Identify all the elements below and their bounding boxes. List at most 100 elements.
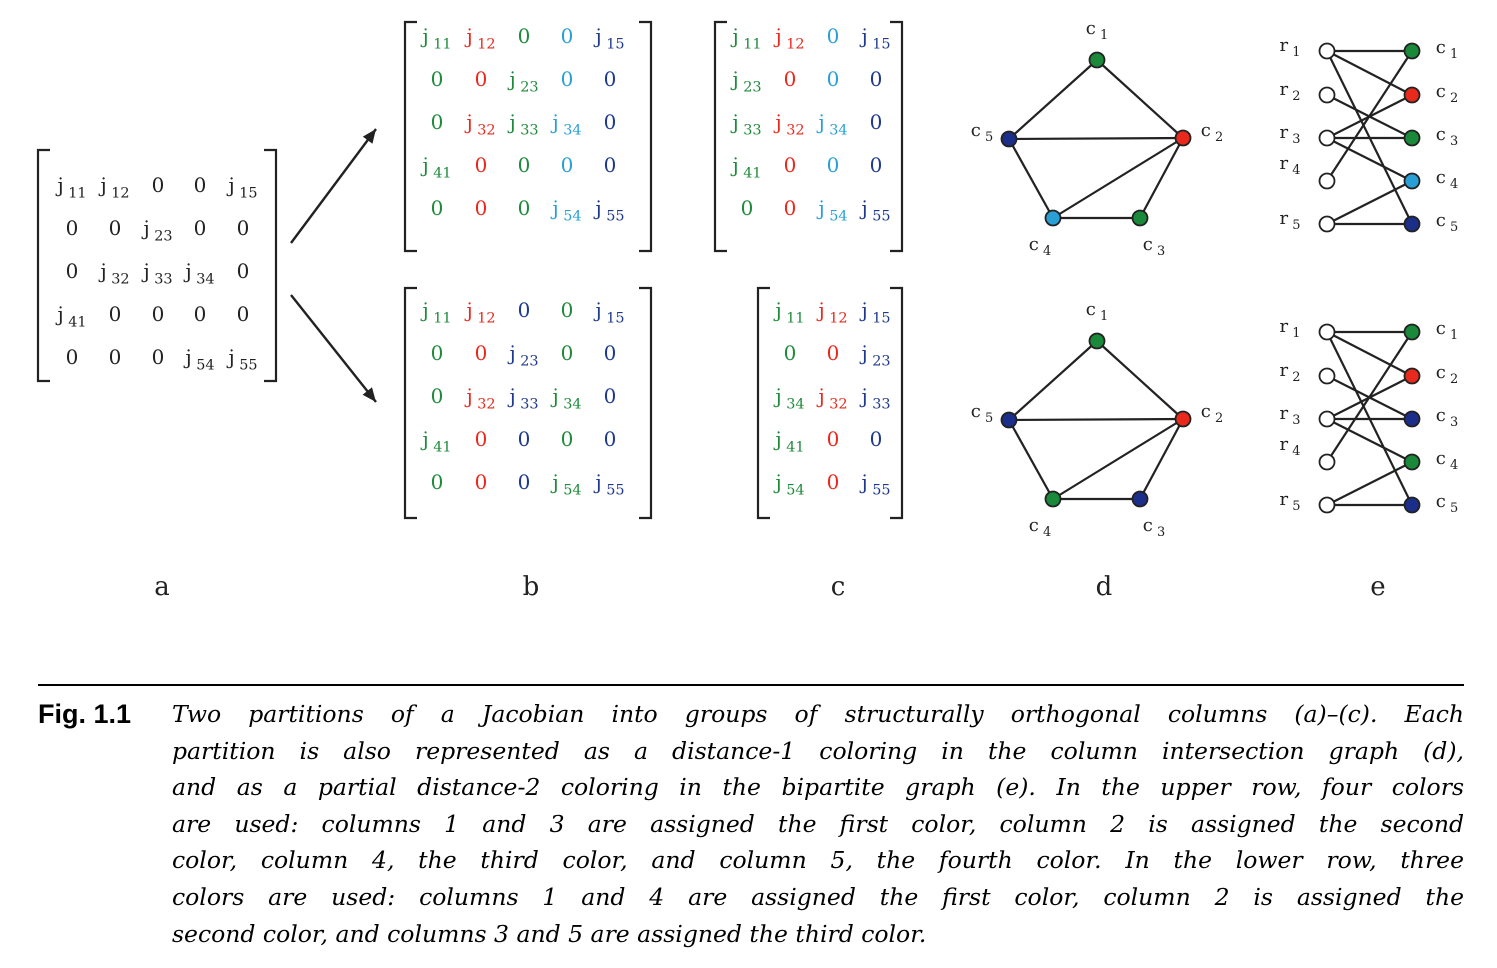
matrix-cell: 0: [66, 259, 79, 283]
graph-edge: [1008, 417, 1184, 422]
column-node: [1403, 367, 1421, 385]
matrix-bracket-left: [36, 148, 50, 383]
matrix-cell: 0: [604, 427, 617, 451]
matrix-cell: 0: [431, 384, 444, 408]
caption-line: and as a partial distance-2 coloring in …: [172, 773, 1464, 802]
matrix-cell: 0: [784, 153, 797, 177]
matrix-cell: j 34: [816, 110, 847, 139]
matrix-bracket-right: [264, 148, 278, 383]
matrix-cell: 0: [518, 153, 531, 177]
matrix-cell: 0: [109, 302, 122, 326]
matrix-cell: 0: [152, 173, 165, 197]
graph-node: [1044, 209, 1062, 227]
matrix-cell: 0: [827, 470, 840, 494]
matrix-cell: 0: [431, 67, 444, 91]
matrix-cell: 0: [518, 196, 531, 220]
matrix-cell: j 32: [464, 110, 495, 139]
matrix-cell: 0: [604, 384, 617, 408]
matrix-cell: 0: [870, 67, 883, 91]
panel-label-c: c: [831, 572, 846, 602]
matrix-cell: j 15: [593, 298, 624, 327]
node-label: c 1: [1086, 18, 1108, 43]
graph-d-lower: c 1c 2c 3c 4c 5: [971, 299, 1223, 540]
column-label: c 5: [1436, 210, 1458, 235]
caption-line: are used: columns 1 and 3 are assigned t…: [172, 809, 1464, 838]
graph-edge: [1139, 418, 1184, 500]
column-label: c 2: [1436, 362, 1458, 387]
matrix-cell: j 32: [98, 259, 129, 288]
matrix-cell: j 23: [859, 341, 890, 370]
row-label: r 1: [1280, 35, 1301, 60]
arrow-shaft: [290, 128, 377, 244]
graph-edge: [1052, 137, 1184, 219]
column-label: c 5: [1436, 491, 1458, 516]
matrix-cell: j 33: [859, 384, 890, 413]
row-label: r 2: [1280, 360, 1301, 385]
matrix-cell: j 32: [773, 110, 804, 139]
bipartite-edge: [1326, 50, 1413, 182]
matrix-cell: 0: [431, 341, 444, 365]
matrix-cell: 0: [561, 24, 574, 48]
caption-line: colors are used: columns 1 and 4 are ass…: [172, 882, 1464, 911]
arrow-head: [362, 129, 376, 144]
arrow-head: [362, 387, 376, 402]
graph-node: [1088, 51, 1106, 69]
matrix-cell: j 55: [593, 196, 624, 225]
graph-edge: [1008, 136, 1184, 141]
arrow-shaft: [290, 294, 377, 403]
row-label: r 3: [1280, 403, 1301, 428]
column-label: c 3: [1436, 405, 1458, 430]
bipartite-edge: [1326, 50, 1413, 96]
matrix-cell: 0: [784, 196, 797, 220]
matrix-cell: j 41: [420, 427, 451, 456]
matrix-cell: j 11: [55, 173, 86, 202]
matrix-cell: j 15: [859, 24, 890, 53]
matrix-cell: j 41: [773, 427, 804, 456]
caption-line: partition is also represented as a dista…: [172, 736, 1464, 765]
matrix-cell: j 32: [816, 384, 847, 413]
caption-line: second color, and columns 3 and 5 are as…: [172, 919, 927, 948]
caption-text: Two partitions of a Jacobian into groups…: [172, 696, 1464, 952]
matrix-cell: j 41: [420, 153, 451, 182]
graph-node: [1131, 490, 1149, 508]
matrix-cell: 0: [431, 470, 444, 494]
column-node: [1403, 172, 1421, 190]
row-node: [1318, 86, 1336, 104]
matrix-cell: 0: [604, 153, 617, 177]
matrix-cell: j 23: [507, 67, 538, 96]
matrix-cell: j 15: [593, 24, 624, 53]
panel-label-a: a: [154, 572, 170, 602]
row-label: r 5: [1280, 489, 1301, 514]
node-label: c 4: [1029, 234, 1051, 259]
caption-rule: [38, 684, 1464, 686]
matrix-cell: j 11: [773, 298, 804, 327]
matrix-cell: 0: [604, 341, 617, 365]
row-label: r 5: [1280, 208, 1301, 233]
column-label: c 3: [1436, 124, 1458, 149]
matrix-cell: j 54: [550, 470, 581, 499]
matrix-cell: 0: [109, 216, 122, 240]
matrix-cell: j 23: [507, 341, 538, 370]
matrix-bracket-left: [403, 20, 417, 253]
matrix-bracket-left: [713, 20, 727, 253]
row-node: [1318, 172, 1336, 190]
column-node: [1403, 453, 1421, 471]
figure-label: Fig. 1.1: [38, 699, 132, 729]
matrix-cell: 0: [827, 427, 840, 451]
node-label: c 1: [1086, 299, 1108, 324]
matrix-cell: j 54: [816, 196, 847, 225]
matrix-bracket-right: [890, 286, 904, 520]
matrix-cell: j 34: [550, 110, 581, 139]
node-label: c 5: [971, 120, 993, 145]
node-label: c 4: [1029, 515, 1051, 540]
graph-node: [1088, 332, 1106, 350]
panel-label-e: e: [1370, 572, 1385, 602]
row-label: r 1: [1280, 316, 1301, 341]
matrix-cell: 0: [431, 110, 444, 134]
matrix-cell: 0: [827, 24, 840, 48]
column-label: c 1: [1436, 37, 1458, 62]
row-label: r 3: [1280, 122, 1301, 147]
